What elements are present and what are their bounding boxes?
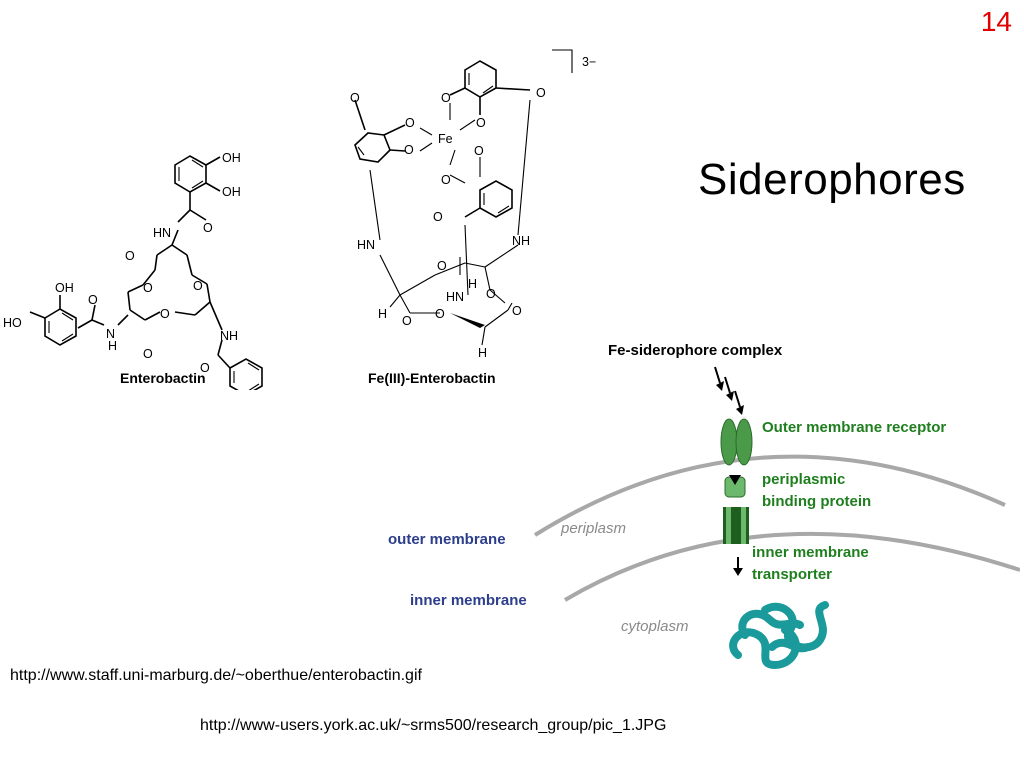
fe-enterobactin-labels: 3− O O O Fe O O O O O O NH HN O H HN O O…: [350, 55, 596, 360]
arrow-icon: [714, 366, 744, 415]
enterobactin-caption: Enterobactin: [120, 370, 206, 386]
atom-label: O: [536, 86, 546, 100]
receptor-left: [720, 418, 738, 466]
transport-diagram: Fe-siderophore complex Outer membrane re…: [388, 342, 1020, 669]
atom-label: O: [88, 293, 98, 307]
complex-label: Fe-siderophore complex: [608, 342, 783, 359]
atom-label: O: [160, 307, 170, 321]
cytoplasmic-protein-chain: [729, 601, 829, 669]
atom-label: O: [433, 210, 443, 224]
atom-label: O: [474, 144, 484, 158]
atom-label: NH: [512, 234, 530, 248]
atom-label: O: [435, 307, 445, 321]
atom-label: NH: [220, 329, 238, 343]
charge-label: 3−: [582, 55, 596, 69]
atom-label: HN: [153, 226, 171, 240]
atom-label: H: [468, 277, 477, 291]
atom-label: O: [476, 116, 486, 130]
arrow-icon: [733, 557, 743, 576]
fe-enterobactin-caption-box: Fe(III)-Enterobactin: [368, 370, 496, 386]
atom-label: OH: [222, 185, 241, 199]
slide-number: 14: [980, 6, 1012, 37]
atom-label: H: [378, 307, 387, 321]
periplasmic-label-2: binding protein: [762, 493, 871, 510]
arrow-icon: [729, 475, 741, 485]
atom-label: O: [437, 259, 447, 273]
outer-membrane-label: outer membrane: [388, 531, 506, 548]
periplasm-label: periplasm: [560, 520, 626, 537]
cytoplasm-label: cytoplasm: [621, 618, 689, 635]
atom-label: O: [143, 347, 153, 361]
inner-membrane-curve: [563, 531, 1020, 602]
atom-label: O: [486, 287, 496, 301]
atom-label: O: [404, 143, 414, 157]
atom-label: HO: [3, 316, 22, 330]
atom-label: O: [143, 281, 153, 295]
atom-label: HN: [357, 238, 375, 252]
atom-label: O: [125, 249, 135, 263]
receptor-right: [735, 418, 753, 466]
atom-label: O: [512, 304, 522, 318]
source-link-2[interactable]: http://www-users.york.ac.uk/~srms500/res…: [200, 717, 667, 734]
enterobactin-caption-box: Enterobactin: [120, 370, 206, 386]
receptor-label: Outer membrane receptor: [762, 419, 946, 436]
slide-title: Siderophores: [698, 155, 966, 204]
atom-label: H: [108, 339, 117, 353]
atom-label: OH: [222, 151, 241, 165]
fe-enterobactin-caption: Fe(III)-Enterobactin: [368, 370, 496, 386]
outer-membrane-curve: [533, 454, 1006, 537]
inner-membrane-label: inner membrane: [410, 592, 527, 609]
transporter-label-1: inner membrane: [752, 544, 869, 561]
atom-label: O: [405, 116, 415, 130]
fe-label: Fe: [438, 132, 453, 146]
source-link-1[interactable]: http://www.staff.uni-marburg.de/~oberthu…: [10, 667, 422, 684]
atom-label: O: [350, 91, 360, 105]
atom-label: O: [441, 91, 451, 105]
atom-label: OH: [55, 281, 74, 295]
atom-label: O: [193, 279, 203, 293]
enterobactin-structure: [29, 155, 263, 390]
atom-label: O: [441, 173, 451, 187]
transporter-label-2: transporter: [752, 566, 832, 583]
atom-label: O: [203, 221, 213, 235]
atom-label: H: [478, 346, 487, 360]
atom-label: HN: [446, 290, 464, 304]
atom-label: O: [200, 361, 210, 375]
periplasmic-label-1: periplasmic: [762, 471, 845, 488]
atom-label: N: [106, 327, 115, 341]
enterobactin-labels: OH OH HN O O O O OH HO O N H O O NH O HO…: [3, 151, 241, 375]
fe-enterobactin-structure: [354, 49, 573, 346]
atom-label: O: [402, 314, 412, 328]
